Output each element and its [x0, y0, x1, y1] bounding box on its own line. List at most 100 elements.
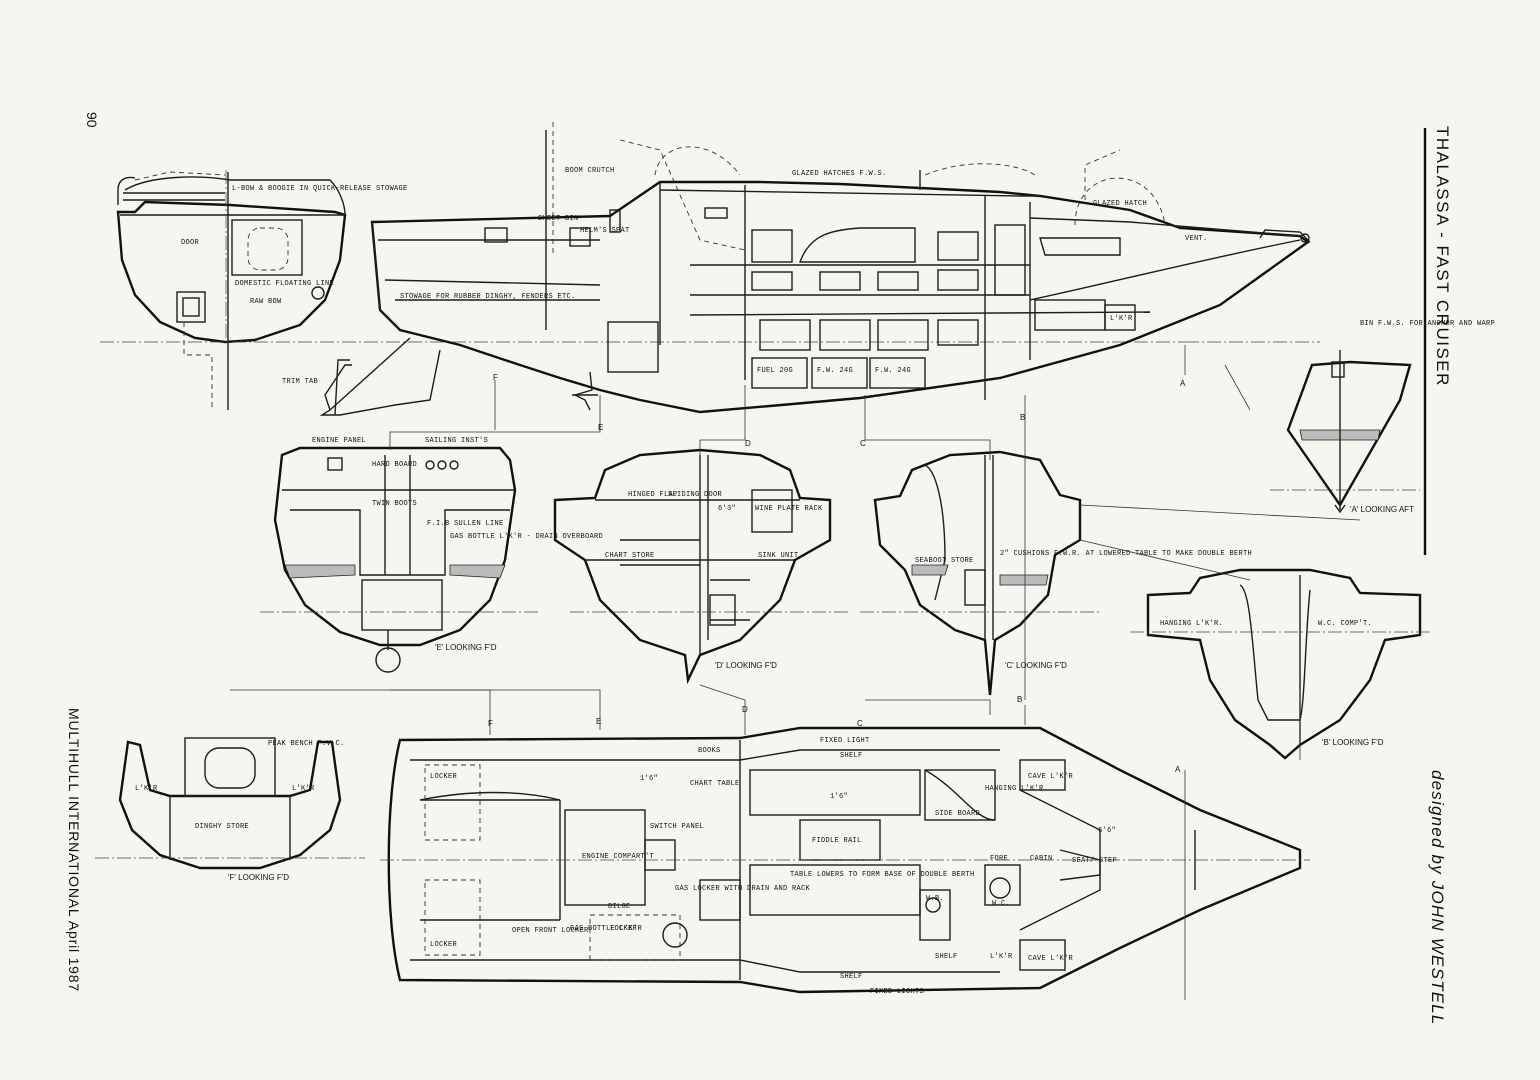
label-fixed-lights: FIXED LIGHTS: [870, 988, 924, 996]
label-glazed-hatch: GLAZED HATCH: [1093, 200, 1147, 208]
label-fore: FORE: [990, 855, 1008, 863]
label-fuel: FUEL 20G: [757, 367, 793, 375]
label-lkr-f2: L'K'R: [292, 785, 315, 793]
section-marker-e1: E: [598, 423, 603, 432]
label-fiddle: FIDDLE RAIL: [812, 837, 862, 845]
label-gas-bottle: GAS BOTTLE L'K'R - DRAIN OVERBOARD: [450, 533, 603, 541]
label-stowage-dinghy: STOWAGE FOR RUBBER DINGHY, FENDERS ETC.: [400, 293, 576, 301]
label-gas-bottle2: GAS BOTTLE L'K'R: [570, 925, 643, 933]
section-marker-f1: F: [493, 373, 498, 382]
label-dinghy-store: DINGHY STORE: [195, 823, 249, 831]
label-fib-sullen: F.I.B SULLEN LINE: [427, 520, 504, 528]
section-marker-f2: F: [488, 719, 493, 728]
section-f-view: PEAK BENCH P.V.C. L'K'R L'K'R DINGHY STO…: [95, 737, 365, 882]
label-side-board: SIDE BOARD: [935, 810, 980, 818]
label-engine-panel: ENGINE PANEL: [312, 437, 366, 445]
page-title: THALASSA - FAST CRUISER: [1433, 126, 1452, 387]
label-helm-seat: HELM'S SEAT: [580, 227, 630, 235]
label-lkr-f1: L'K'R: [135, 785, 158, 793]
label-cabin: CABIN: [1030, 855, 1053, 863]
section-d-view: HINGED FLAP SLIDING DOOR 6'3" WINE PLATE…: [553, 448, 850, 685]
section-marker-d2: D: [742, 705, 748, 714]
section-marker-e2: E: [596, 717, 601, 726]
designer-credit: designed by JOHN WESTELL: [1428, 770, 1447, 1026]
label-wb: W.B.: [926, 895, 944, 903]
section-marker-a2: A: [1175, 765, 1181, 774]
label-sink-unit: SINK UNIT: [758, 552, 799, 560]
page-number: 90: [84, 112, 100, 128]
label-wine-rack: WINE PLATE RACK: [755, 505, 823, 513]
label-door: DOOR: [181, 239, 200, 247]
label-vent: VENT.: [1185, 235, 1208, 243]
label-hanging: HANGING L'K'R.: [1160, 620, 1223, 628]
label-switch-panel: SWITCH PANEL: [650, 823, 704, 831]
label-chart-store: CHART STORE: [605, 552, 655, 560]
label-shelf3: SHELF: [935, 953, 958, 961]
stern-view: DOOR L-BOW & BOOGIE IN QUICK-RELEASE STO…: [116, 170, 408, 410]
label-lkr: L'K'R: [1110, 315, 1133, 323]
label-bilge: BILGE: [608, 903, 631, 911]
label-chart-table: CHART TABLE: [690, 780, 740, 788]
label-locker3: LOCKER: [610, 925, 638, 933]
label-hinged-flap: HINGED FLAP: [628, 491, 678, 499]
label-fw2: F.W. 24G: [875, 367, 911, 375]
label-wc-compt: W.C. COMP'T.: [1318, 620, 1372, 628]
section-marker-b1: B: [1020, 413, 1025, 422]
label-raw-bow: RAW BOW: [250, 298, 282, 306]
section-e-view: ENGINE PANEL SAILING INST'S HARD BOARD T…: [260, 437, 603, 673]
label-b-looking: 'B' LOOKING F'D: [1322, 738, 1384, 747]
label-fixed-light: FIXED LIGHT: [820, 737, 870, 745]
section-a-view: BIN F.W.S. FOR ANCHOR AND WARP 'A' LOOKI…: [1270, 320, 1495, 514]
label-glazed-hatches: GLAZED HATCHES F.W.S.: [792, 170, 887, 178]
label-berth1: 1'6": [640, 775, 658, 783]
section-marker-d1: D: [745, 439, 751, 448]
label-peak-bench: PEAK BENCH P.V.C.: [268, 740, 345, 748]
label-hanging2: HANGING L'K'R: [985, 785, 1044, 793]
label-trim-tab: TRIM TAB: [282, 378, 318, 386]
label-berth3: 6'6": [1098, 827, 1116, 835]
label-shelf: SHELF: [840, 752, 863, 760]
label-engine-compt: ENGINE COMPART'T: [582, 853, 654, 861]
label-height: 6'3": [718, 505, 736, 513]
label-seaboot: SEABOOT STORE: [915, 557, 974, 565]
section-b-view: HANGING L'K'R. W.C. COMP'T. 'B' LOOKING …: [1130, 568, 1430, 760]
label-open-front: OPEN FRONT LOCKER: [512, 927, 589, 935]
magazine-credit: MULTIHULL INTERNATIONAL April 1987: [66, 708, 82, 992]
label-books: BOOKS: [698, 747, 721, 755]
label-e-looking: 'E' LOOKING F'D: [435, 643, 497, 652]
section-c-view: 2" CUSHIONS F.W.R. AT LOWERED TABLE TO M…: [860, 450, 1252, 696]
label-seat-step: SEAT/ STEP: [1072, 857, 1117, 865]
label-cave2: CAVE L'K'R: [1028, 955, 1074, 963]
label-shelf2: SHELF: [840, 973, 863, 981]
section-marker-c2: C: [857, 719, 863, 728]
section-marker-a1: A: [1180, 379, 1186, 388]
label-sliding-door: SLIDING DOOR: [668, 491, 723, 499]
label-wc: W.C.: [992, 900, 1010, 908]
label-berth2: 1'6": [830, 793, 848, 801]
label-table: TABLE LOWERS TO FORM BASE OF DOUBLE BERT…: [790, 871, 975, 879]
label-f-looking: 'F' LOOKING F'D: [228, 873, 289, 882]
label-bow-boom: L-BOW & BOOGIE IN QUICK-RELEASE STOWAGE: [232, 185, 408, 193]
label-bin: BIN F.W.S. FOR ANCHOR AND WARP: [1360, 320, 1495, 328]
section-marker-b2: B: [1017, 695, 1022, 704]
label-cave1: CAVE L'K'R: [1028, 773, 1074, 781]
profile-view: BOOM CRUTCH GLAZED HATCHES F.W.S. GLAZED…: [282, 122, 1311, 416]
label-boom-crutch: BOOM CRUTCH: [565, 167, 615, 175]
label-domestic: DOMESTIC FLOATING LINE: [235, 280, 334, 288]
label-twin-boots: TWIN BOOTS: [372, 500, 417, 508]
label-lkr2: L'K'R: [990, 953, 1013, 961]
plan-view: LOCKER LOCKER OPEN FRONT LOCKER GAS BOTT…: [380, 726, 1310, 996]
label-sheet-bin: SHEET BIN: [538, 215, 579, 223]
label-a-looking-aft: 'A' LOOKING AFT: [1350, 505, 1414, 514]
section-lines: A B C D E F A B C D E F: [230, 345, 1361, 1000]
label-d-looking: 'D' LOOKING F'D: [715, 661, 777, 670]
label-cushions: 2" CUSHIONS F.W.R. AT LOWERED TABLE TO M…: [1000, 550, 1252, 558]
label-gas-locker: GAS LOCKER WITH DRAIN AND RACK: [675, 885, 811, 893]
label-c-looking: 'C' LOOKING F'D: [1005, 661, 1067, 670]
label-sailing-inst: SAILING INST'S: [425, 437, 488, 445]
label-locker: LOCKER: [430, 773, 458, 781]
label-locker2: LOCKER: [430, 941, 458, 949]
label-hard-board: HARD BOARD: [372, 461, 417, 469]
